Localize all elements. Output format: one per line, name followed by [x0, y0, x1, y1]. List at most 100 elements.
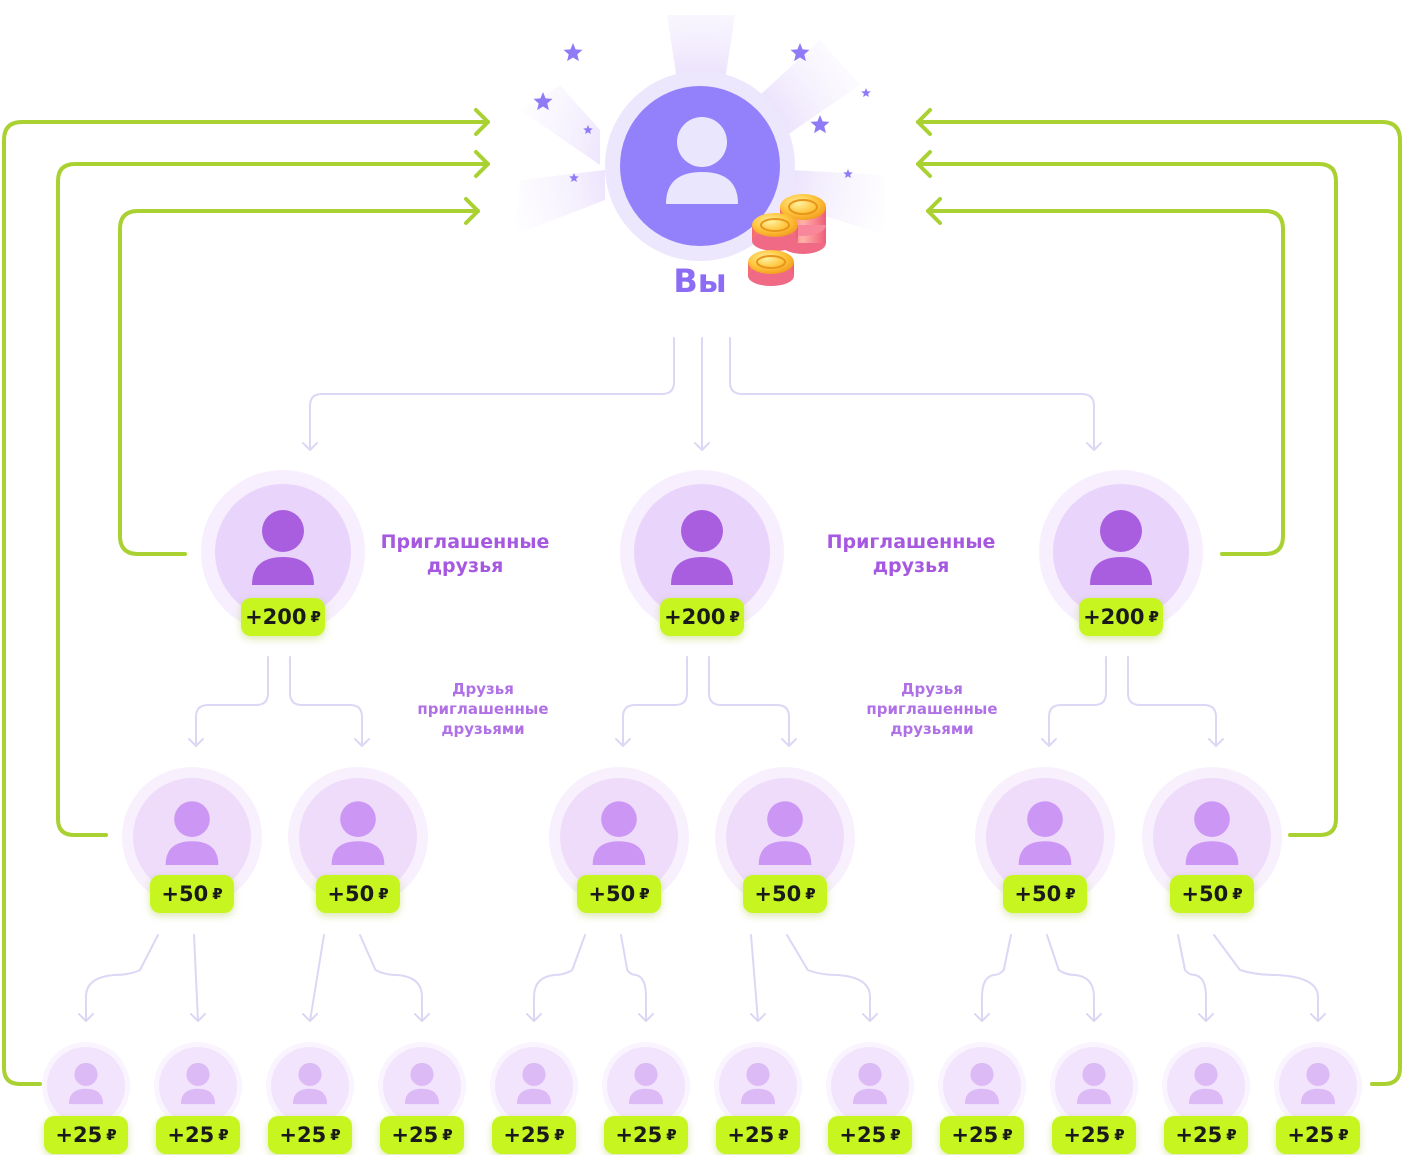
connector-line — [309, 337, 675, 451]
node-body — [831, 1047, 909, 1125]
friend-node-level1 — [620, 470, 784, 634]
currency-symbol: ₽ — [666, 1126, 677, 1144]
user-icon — [1018, 801, 1072, 866]
invited-label-line1: Приглашенные — [826, 531, 996, 553]
node-body — [1279, 1047, 1357, 1125]
node-body — [159, 1047, 237, 1125]
connector-line — [981, 934, 1012, 1022]
friend-node-level2 — [122, 767, 262, 907]
loop-arrow-2 — [56, 162, 490, 837]
connector-line — [289, 656, 363, 747]
friend-node-level3 — [602, 1042, 690, 1130]
friend-node-level3 — [1274, 1042, 1362, 1130]
reward-amount: +25 — [503, 1123, 551, 1147]
node-body — [986, 778, 1104, 896]
connector-line — [708, 656, 790, 747]
reward-amount: +200 — [245, 605, 307, 629]
reward-amount: +50 — [588, 882, 636, 906]
connector-line — [1048, 656, 1107, 747]
reward-amount: +25 — [391, 1123, 439, 1147]
user-icon — [666, 117, 738, 204]
currency-symbol: ₽ — [442, 1126, 453, 1144]
loop-arrow-3 — [118, 209, 480, 556]
connector-arrowhead-icon — [1198, 1013, 1214, 1022]
friend-node-level3 — [490, 1042, 578, 1130]
friend-node-level3 — [42, 1042, 130, 1130]
user-icon — [671, 510, 733, 585]
arrowhead-icon — [916, 150, 932, 178]
connector-arrowhead-icon — [638, 1013, 654, 1022]
node-body — [1055, 1047, 1133, 1125]
node-body — [383, 1047, 461, 1125]
loop-arrow-4 — [916, 120, 1402, 1086]
sub-label-line3: друзьями — [441, 720, 525, 738]
currency-symbol: ₽ — [639, 885, 650, 903]
connector-arrowhead-icon — [1041, 738, 1057, 747]
friend-node-level2 — [715, 767, 855, 907]
currency-symbol: ₽ — [378, 885, 389, 903]
node-body — [943, 1047, 1021, 1125]
star-icon — [583, 125, 593, 134]
reward-amount: +200 — [664, 605, 726, 629]
friend-node-level2 — [975, 767, 1115, 907]
currency-symbol: ₽ — [890, 1126, 901, 1144]
reward-amount: +25 — [727, 1123, 775, 1147]
currency-symbol: ₽ — [778, 1126, 789, 1144]
reward-badge: +25₽ — [1052, 1116, 1136, 1154]
arrowhead-icon — [926, 197, 942, 225]
reward-amount: +200 — [1083, 605, 1145, 629]
connector-line — [85, 934, 159, 1022]
connector-arrowhead-icon — [781, 738, 797, 747]
root-node-you — [605, 71, 826, 286]
currency-symbol: ₽ — [1226, 1126, 1237, 1144]
currency-symbol: ₽ — [212, 885, 223, 903]
reward-badge: +25₽ — [156, 1116, 240, 1154]
node-body — [560, 778, 678, 896]
user-icon — [628, 1062, 664, 1105]
connector-line — [533, 934, 586, 1022]
arrowhead-icon — [474, 150, 490, 178]
invited-friends-label-left: Приглашенные друзья — [355, 530, 575, 578]
reward-amount: +25 — [951, 1123, 999, 1147]
user-icon — [180, 1062, 216, 1105]
connector-arrowhead-icon — [750, 1013, 766, 1022]
connector-arrowhead-icon — [615, 738, 631, 747]
connector-line — [195, 656, 269, 747]
connector-line — [309, 934, 325, 1022]
loop-arrow-5 — [916, 162, 1338, 837]
node-body — [495, 1047, 573, 1125]
connector-line — [620, 934, 647, 1022]
connector-line — [1177, 934, 1207, 1022]
connector-line — [1213, 934, 1319, 1022]
friend-node-level3 — [714, 1042, 802, 1130]
reward-amount: +50 — [327, 882, 375, 906]
connector-arrowhead-icon — [694, 442, 710, 451]
node-body — [47, 1047, 125, 1125]
invited-label-line1: Приглашенные — [380, 531, 550, 553]
reward-amount: +25 — [167, 1123, 215, 1147]
friends-of-friends-label-right: Друзья приглашенные друзьями — [847, 679, 1017, 739]
star-icon — [533, 92, 553, 111]
currency-symbol: ₽ — [1002, 1126, 1013, 1144]
user-icon — [252, 510, 314, 585]
connector-arrowhead-icon — [526, 1013, 542, 1022]
reward-return-arrows — [2, 108, 1402, 1086]
reward-badge: +25₽ — [380, 1116, 464, 1154]
star-icon — [790, 43, 810, 62]
currency-symbol: ₽ — [805, 885, 816, 903]
user-icon — [592, 801, 646, 866]
reward-amount: +25 — [839, 1123, 887, 1147]
currency-symbol: ₽ — [1114, 1126, 1125, 1144]
reward-amount: +25 — [55, 1123, 103, 1147]
reward-amount: +50 — [1014, 882, 1062, 906]
friend-node-level3 — [826, 1042, 914, 1130]
reward-badge: +50₽ — [577, 875, 661, 913]
reward-badge: +25₽ — [1164, 1116, 1248, 1154]
friend-node-level3 — [378, 1042, 466, 1130]
node-body — [299, 778, 417, 896]
user-icon — [165, 801, 219, 866]
reward-amount: +25 — [1287, 1123, 1335, 1147]
connector-arrowhead-icon — [188, 738, 204, 747]
currency-symbol: ₽ — [1065, 885, 1076, 903]
connector-arrowhead-icon — [414, 1013, 430, 1022]
